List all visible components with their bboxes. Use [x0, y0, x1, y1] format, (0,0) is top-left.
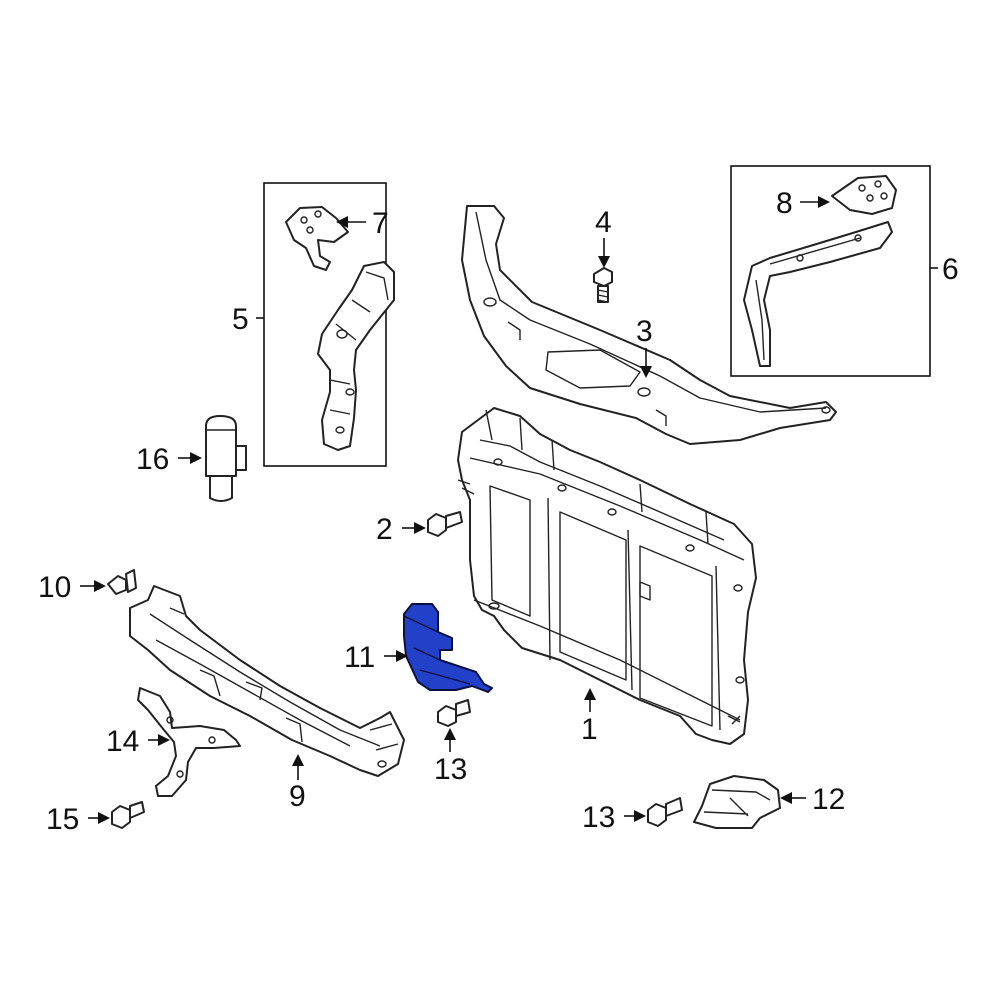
part-3-upper-tie-bar[interactable] [461, 205, 837, 445]
callout-leaders [80, 196, 938, 824]
callout-4: 4 [595, 206, 612, 239]
part-15-bolt[interactable] [111, 801, 145, 829]
part-11-air-guide[interactable] [403, 603, 493, 693]
callout-13-center: 13 [434, 753, 467, 786]
callout-15: 15 [46, 803, 79, 836]
callout-14: 14 [106, 725, 139, 758]
callout-5: 5 [232, 303, 249, 336]
callout-16: 16 [136, 443, 169, 476]
callout-8: 8 [776, 187, 793, 220]
part-4-bolt[interactable] [593, 267, 613, 303]
part-9-lower-tie-bar[interactable] [129, 585, 405, 777]
part-14-lower-bracket[interactable] [137, 687, 241, 797]
callout-13-right: 13 [582, 801, 615, 834]
callout-2: 2 [376, 513, 393, 546]
callout-labels: 7 5 4 3 8 6 16 2 10 11 13 1 14 9 15 13 1… [38, 187, 959, 836]
part-6-side-brace[interactable] [743, 221, 893, 367]
callout-1: 1 [581, 713, 598, 746]
part-12-deflector[interactable] [693, 775, 781, 829]
part-13-bolt-right[interactable] [647, 797, 683, 827]
callout-9: 9 [289, 780, 306, 813]
part-5-side-member[interactable] [317, 261, 395, 451]
callout-10: 10 [38, 571, 71, 604]
callout-7: 7 [372, 207, 389, 240]
group-box-5 [263, 182, 387, 467]
group-box-6 [730, 165, 931, 377]
part-13-bolt-center[interactable] [437, 699, 471, 727]
part-8-plate[interactable] [831, 175, 897, 215]
part-7-bracket[interactable] [285, 206, 349, 271]
part-2-bolt[interactable] [427, 511, 463, 537]
callout-12: 12 [812, 783, 845, 816]
callout-6: 6 [942, 253, 959, 286]
callout-3: 3 [636, 315, 653, 348]
callout-11: 11 [344, 641, 375, 674]
part-1-radiator-support[interactable] [457, 407, 757, 745]
part-16-sensor[interactable] [205, 415, 247, 502]
part-10-push-clip[interactable] [107, 569, 137, 595]
